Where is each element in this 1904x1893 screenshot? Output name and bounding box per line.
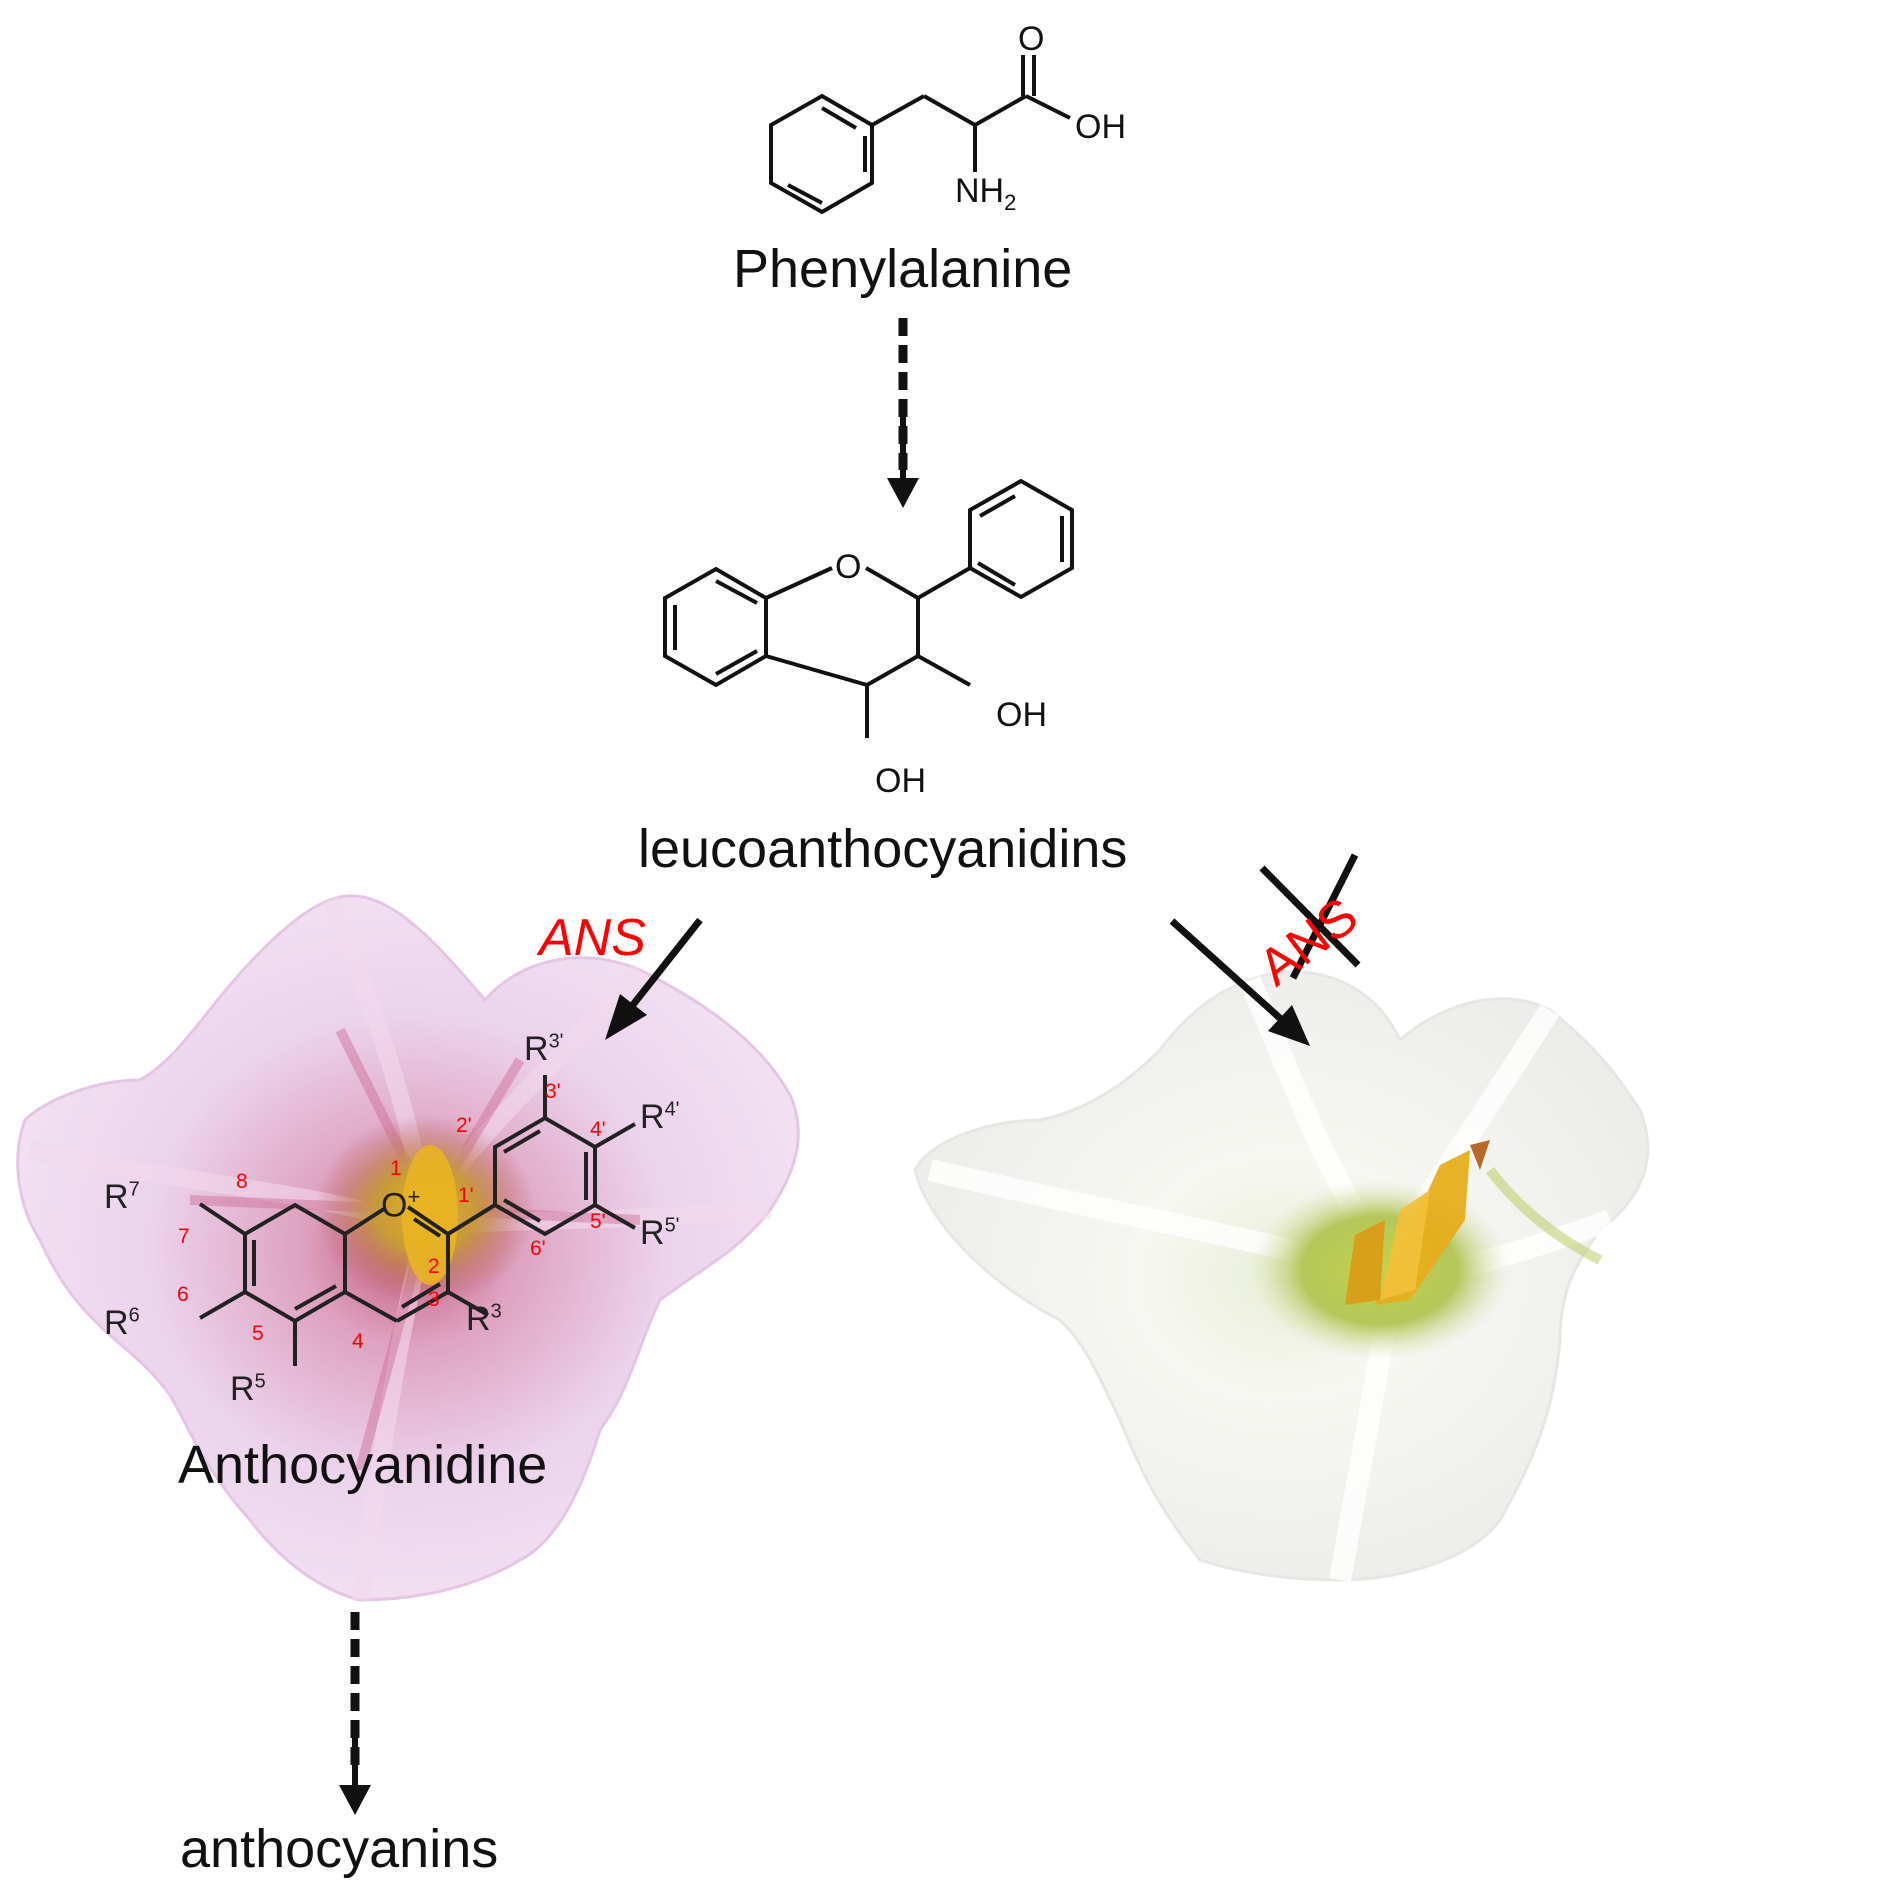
substituent-r4-prime: R4' [640,1098,680,1137]
leuco-oh-4: OH [875,762,926,800]
anthocyanidine-ring-oxygen: O+ [381,1184,420,1225]
pos-6: 6 [177,1283,189,1306]
substituent-r3: R3 [466,1300,502,1339]
r7-index: 7 [128,1178,140,1201]
pos-4: 4 [352,1330,364,1353]
r3p-index: 3' [548,1030,564,1053]
arrow-leuco-to-white-flower [1169,918,1310,1046]
r7-letter: R [104,1178,129,1216]
r4p-letter: R [640,1098,665,1136]
leucoanthocyanidins-label: leucoanthocyanidins [638,819,1128,879]
phe-amine: NH2 [955,172,1016,216]
ring-o-charge: + [407,1184,421,1209]
phe-amine-nh: NH [955,172,1005,210]
ans-enzyme-label: ANS [539,909,646,967]
r5p-index: 5' [664,1214,680,1237]
r6-letter: R [104,1304,129,1342]
pos-1-prime: 1' [458,1184,474,1207]
r3-index: 3 [490,1300,502,1323]
arrow-phe-to-leuco [887,318,919,508]
r6-index: 6 [128,1304,140,1327]
arrow-leuco-to-anthocyanidine [605,917,703,1040]
pos-2-prime: 2' [456,1114,472,1137]
pos-1: 1 [390,1157,402,1180]
pos-4-prime: 4' [590,1118,606,1141]
r4p-index: 4' [664,1098,680,1121]
pos-3-prime: 3' [545,1080,561,1103]
substituent-r5: R5 [230,1370,266,1409]
anthocyanins-label: anthocyanins [180,1819,499,1879]
ans-blocked-cross [1259,853,1361,980]
pink-flower-image [16,894,800,1602]
phenylalanine-structure [769,55,1071,215]
ring-o-text: O [381,1186,408,1225]
r5p-letter: R [640,1214,665,1252]
phe-amine-sub: 2 [1004,189,1017,215]
phenylalanine-label: Phenylalanine [733,239,1073,299]
pos-5: 5 [252,1322,264,1345]
r5-letter: R [230,1370,255,1408]
anthocyanidine-structure [198,1075,636,1366]
pos-8: 8 [236,1170,248,1193]
phe-carbonyl-o: O [1018,20,1045,58]
substituent-r7: R7 [104,1178,140,1217]
pos-2: 2 [428,1255,440,1278]
leuco-oh-3: OH [996,696,1047,734]
r3p-letter: R [524,1030,549,1068]
pos-6-prime: 6' [530,1237,546,1260]
r3-letter: R [466,1300,491,1338]
leucoanthocyanidin-structure [663,478,1074,738]
pos-3: 3 [428,1288,440,1311]
pos-7: 7 [178,1225,190,1248]
pos-5-prime: 5' [590,1210,606,1233]
white-flower-image [913,970,1650,1582]
r5-index: 5 [254,1370,266,1393]
anthocyanidine-label: Anthocyanidine [178,1435,548,1495]
substituent-r6: R6 [104,1304,140,1343]
leuco-ring-oxygen: O [835,548,862,586]
phe-hydroxyl: OH [1075,108,1126,146]
substituent-r3-prime: R3' [524,1030,564,1069]
substituent-r5-prime: R5' [640,1214,680,1253]
arrow-anthocyanidine-to-anthocyanins [339,1612,371,1815]
